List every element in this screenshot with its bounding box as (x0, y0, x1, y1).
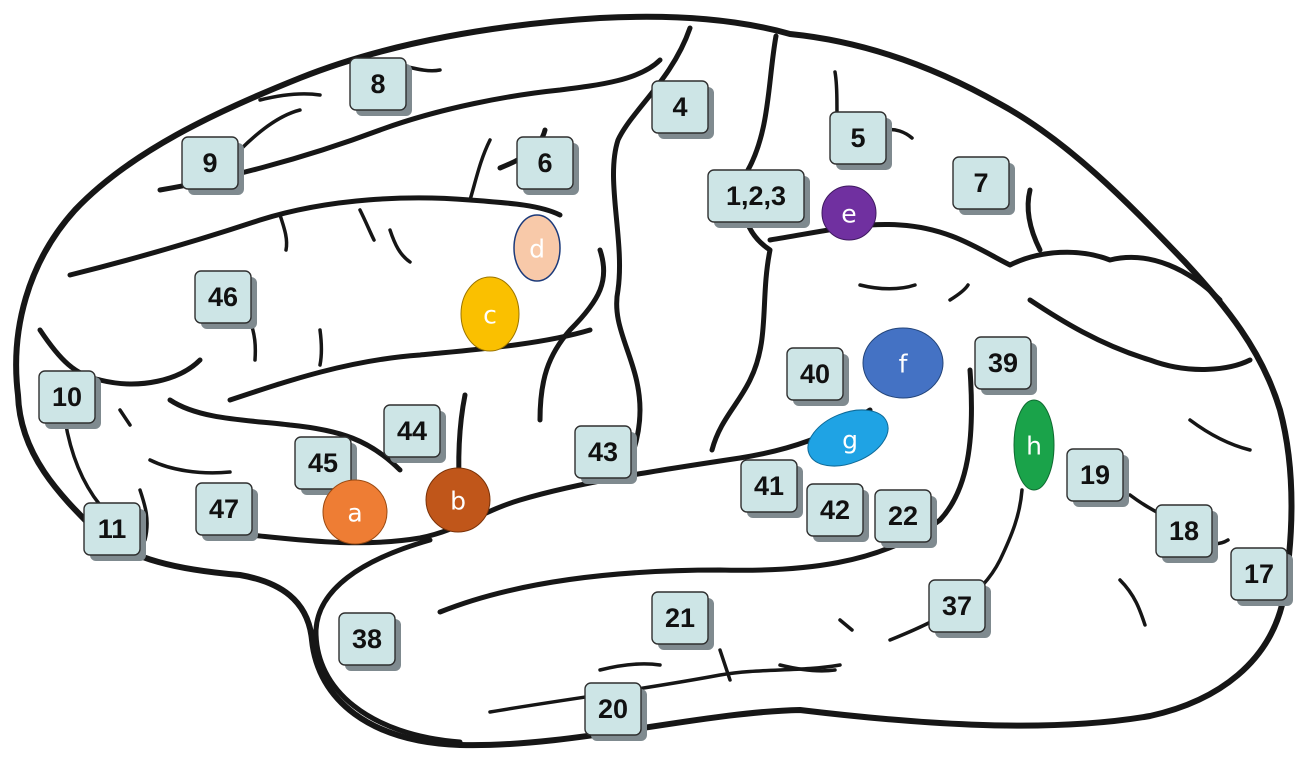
marker-c: c (460, 276, 520, 352)
area-box-42: 42 (806, 483, 869, 542)
area-box-18: 18 (1155, 504, 1218, 563)
area-box-37: 37 (928, 579, 991, 638)
area-box-43: 43 (574, 425, 637, 484)
area-label: 45 (308, 448, 338, 478)
area-box-44: 44 (383, 404, 446, 463)
area-box-8: 8 (349, 57, 412, 116)
area-box-7: 7 (952, 156, 1015, 215)
marker-label: d (529, 235, 545, 264)
area-label: 21 (665, 603, 695, 633)
area-box-39: 39 (974, 336, 1037, 395)
area-box-21: 21 (651, 591, 714, 650)
marker-label: h (1026, 432, 1042, 461)
area-label: 9 (202, 148, 217, 178)
marker-label: c (483, 301, 497, 330)
area-label: 11 (98, 514, 127, 544)
area-box-19: 19 (1066, 448, 1129, 507)
area-box-17: 17 (1230, 547, 1293, 606)
area-label: 37 (942, 591, 972, 621)
area-label: 42 (820, 495, 850, 525)
marker-f: f (862, 327, 944, 399)
brodmann-area-boxes: 8 4 5 9 6 7 1,2,3 (38, 57, 1293, 741)
area-box-20: 20 (584, 682, 647, 741)
area-box-4: 4 (651, 80, 714, 139)
area-label: 8 (370, 69, 385, 99)
marker-d: d (513, 214, 561, 282)
area-label: 19 (1080, 460, 1110, 490)
activation-markers: a b c d e f g h (322, 185, 1055, 545)
area-box-1-2-3: 1,2,3 (707, 169, 810, 228)
area-box-10: 10 (38, 370, 101, 429)
marker-label: f (899, 350, 909, 379)
area-label: 5 (850, 123, 865, 153)
area-label: 4 (672, 92, 687, 122)
area-label: 1,2,3 (726, 181, 786, 211)
area-label: 47 (209, 494, 239, 524)
marker-label: a (347, 499, 362, 528)
marker-h: h (1013, 399, 1055, 491)
area-label: 41 (754, 471, 784, 501)
marker-a: a (322, 479, 388, 545)
marker-g: g (807, 409, 889, 467)
marker-label: g (842, 426, 858, 455)
area-label: 7 (973, 168, 988, 198)
area-label: 17 (1244, 559, 1274, 589)
area-label: 18 (1169, 516, 1199, 546)
area-label: 6 (537, 148, 552, 178)
area-label: 40 (800, 359, 830, 389)
area-label: 39 (988, 348, 1018, 378)
area-box-41: 41 (740, 459, 803, 518)
area-label: 22 (888, 501, 918, 531)
area-label: 44 (397, 416, 427, 446)
area-label: 20 (598, 694, 628, 724)
area-box-11: 11 (83, 502, 146, 561)
area-label: 46 (208, 282, 238, 312)
area-box-38: 38 (338, 612, 401, 671)
area-label: 43 (588, 437, 618, 467)
area-box-46: 46 (194, 270, 257, 329)
marker-label: e (841, 200, 856, 229)
marker-e: e (821, 185, 877, 241)
area-box-22: 22 (874, 489, 937, 548)
area-box-6: 6 (516, 136, 579, 195)
marker-label: b (450, 487, 466, 516)
area-box-5: 5 (829, 111, 892, 170)
area-box-9: 9 (181, 136, 244, 195)
area-box-47: 47 (195, 482, 258, 541)
marker-b: b (425, 467, 491, 533)
area-label: 38 (352, 624, 382, 654)
area-box-40: 40 (786, 347, 849, 406)
area-label: 10 (52, 382, 82, 412)
